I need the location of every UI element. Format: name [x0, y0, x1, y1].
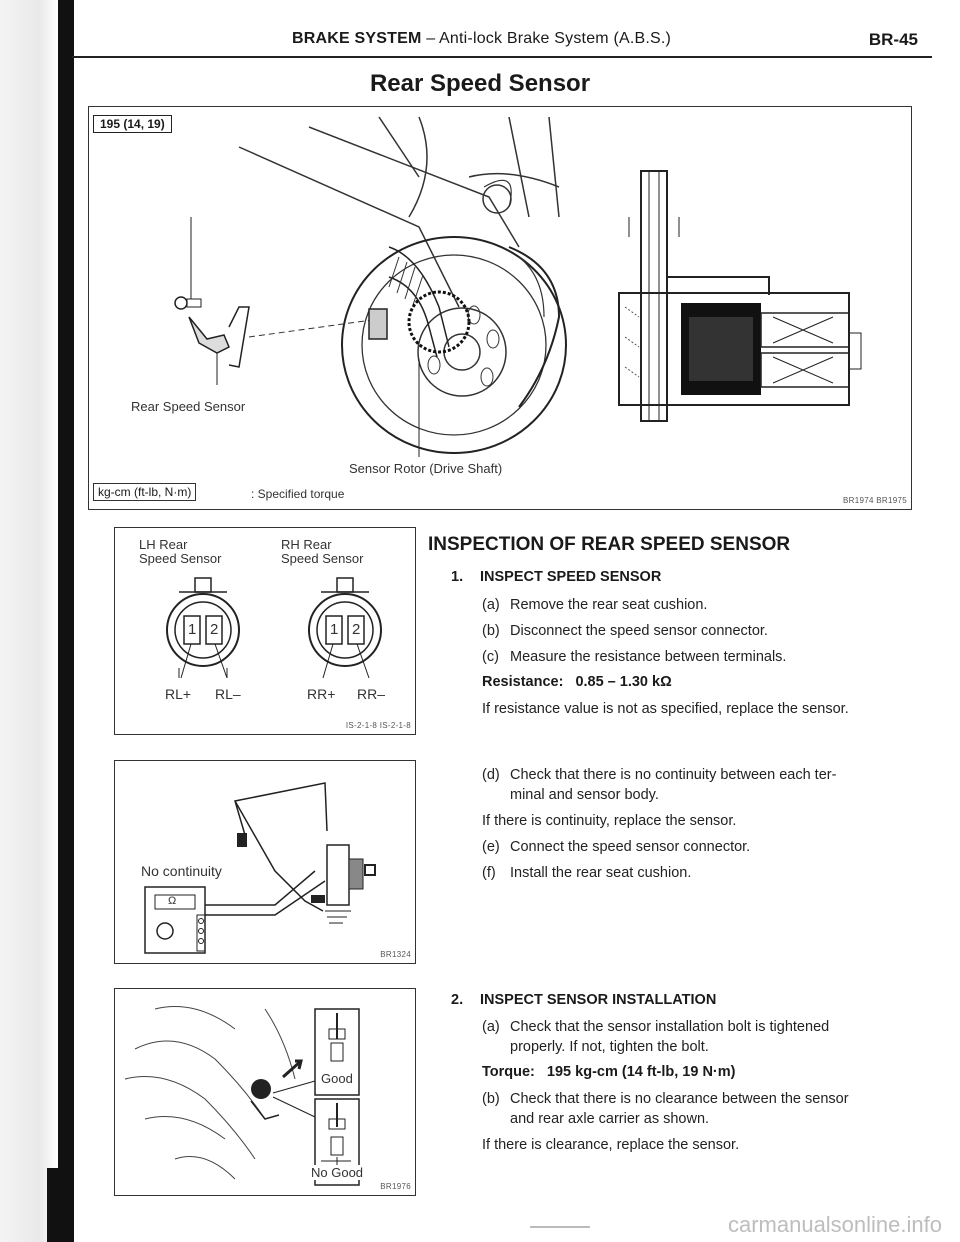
continuity-figure: No continuity Ω BR1324: [114, 760, 416, 964]
torque-spec-label: 195 (14, 19): [100, 117, 165, 131]
units-caption: : Specified torque: [251, 487, 345, 501]
ohm-icon: Ω: [168, 895, 177, 907]
step2-title: INSPECT SENSOR INSTALLATION: [480, 992, 717, 1008]
rh-pin-rr-plus: RR+: [307, 686, 336, 702]
header-rule: [72, 56, 932, 58]
step2-number: 2.: [451, 992, 464, 1008]
rh-pin-1: 1: [330, 621, 339, 638]
step2-item-a-tag: (a): [482, 1019, 500, 1035]
header-title-rest: – Anti-lock Brake System (A.B.S.): [426, 30, 672, 47]
continuity-drawing: [144, 782, 376, 954]
step2-item-b-line2: and rear axle carrier as shown.: [510, 1111, 710, 1127]
lh-pin-2: 2: [210, 621, 219, 638]
torque-label: Torque:: [482, 1064, 535, 1080]
clearance-note: If there is clearance, replace the senso…: [482, 1137, 740, 1153]
section-title: INSPECTION OF REAR SPEED SENSOR: [428, 534, 791, 555]
rh-rear-speed-sensor-label: RH Rear Speed Sensor: [281, 537, 364, 566]
continuity-figure-code: BR1324: [380, 950, 411, 959]
page-title: Rear Speed Sensor: [369, 70, 591, 97]
sensor-rotor-label: Sensor Rotor (Drive Shaft): [349, 461, 503, 476]
resistance-note: If resistance value is not as specified,…: [482, 701, 849, 717]
book-spine-tail: [47, 1168, 65, 1242]
resistance-label: Resistance:: [482, 674, 564, 690]
rh-pin-rr-minus: RR–: [357, 686, 386, 702]
torque-spec: Torque: 195 kg-cm (14 ft-lb, 19 N·m): [482, 1064, 735, 1080]
connector-figure: LH Rear Speed Sensor RH Rear Speed Senso…: [114, 527, 416, 735]
step2-item-b-line1: Check that there is no clearance between…: [510, 1091, 849, 1107]
step1-item-c-tag: (c): [482, 649, 499, 665]
page-code: BR-45: [868, 30, 918, 49]
rh-pin-2: 2: [352, 621, 361, 638]
lh-pin-rl-plus: RL+: [165, 686, 192, 702]
step1-item-e-text: Connect the speed sensor connector.: [510, 839, 751, 855]
main-figure-code: BR1974 BR1975: [843, 496, 907, 505]
step1-item-a-tag: (a): [482, 597, 500, 613]
main-figure: 195 (14, 19) Rear Speed Sensor Sensor Ro…: [88, 106, 912, 510]
step1-title: INSPECT SPEED SENSOR: [480, 569, 662, 585]
step2-item-a-line2: properly. If not, tighten the bolt.: [510, 1039, 709, 1055]
step1-item-f-text: Install the rear seat cushion.: [510, 865, 692, 881]
step1-item-d-line1: Check that there is no continuity betwee…: [510, 767, 837, 783]
clearance-drawing: [124, 1006, 360, 1186]
step1-item-e-tag: (e): [482, 839, 500, 855]
step1-item-b-text: Disconnect the speed sensor connector.: [510, 623, 768, 639]
no-continuity-label: No continuity: [141, 863, 222, 879]
resistance-spec: Resistance: 0.85 – 1.30 kΩ: [482, 674, 672, 690]
good-label: Good: [321, 1071, 353, 1086]
book-spine: [58, 0, 74, 1242]
lh-pin-1: 1: [188, 621, 197, 638]
main-figure-drawing: [174, 116, 862, 457]
torque-spec-box: 195 (14, 19): [93, 115, 172, 133]
resistance-value: 0.85 – 1.30 kΩ: [575, 674, 672, 690]
lh-rear-speed-sensor-label: LH Rear Speed Sensor: [139, 537, 222, 566]
clearance-figure: Good No Good BR1976: [114, 988, 416, 1196]
bottom-rule: [530, 1226, 590, 1228]
step1-item-d-tag: (d): [482, 767, 500, 783]
watermark: carmanualsonline.info: [727, 1212, 942, 1237]
step2-item-a-line1: Check that the sensor installation bolt …: [510, 1019, 830, 1035]
clearance-figure-code: BR1976: [380, 1182, 411, 1191]
units-box: kg-cm (ft-lb, N·m): [93, 483, 197, 501]
step2-item-b-tag: (b): [482, 1091, 500, 1107]
page-binding-shadow: [0, 0, 58, 1242]
no-good-label: No Good: [311, 1165, 364, 1180]
step1-number: 1.: [451, 569, 464, 585]
page-header: BRAKE SYSTEM – Anti-lock Brake System (A…: [72, 24, 932, 58]
connector-figure-code: IS-2-1-8 IS-2-1-8: [345, 721, 411, 730]
connector-drawing: [166, 577, 382, 679]
step1-item-a-text: Remove the rear seat cushion.: [510, 597, 708, 613]
torque-value: 195 kg-cm (14 ft-lb, 19 N·m): [546, 1064, 736, 1080]
rear-speed-sensor-label: Rear Speed Sensor: [131, 399, 246, 414]
step1-item-f-tag: (f): [482, 865, 496, 881]
header-title-bold: BRAKE SYSTEM: [292, 30, 422, 47]
continuity-note: If there is continuity, replace the sens…: [482, 813, 737, 829]
step1-item-b-tag: (b): [482, 623, 500, 639]
step1-item-d-line2: minal and sensor body.: [510, 787, 659, 803]
step1-item-c-text: Measure the resistance between terminals…: [510, 649, 787, 665]
header-title: BRAKE SYSTEM – Anti-lock Brake System (A…: [292, 30, 671, 48]
lh-pin-rl-minus: RL–: [215, 686, 241, 702]
